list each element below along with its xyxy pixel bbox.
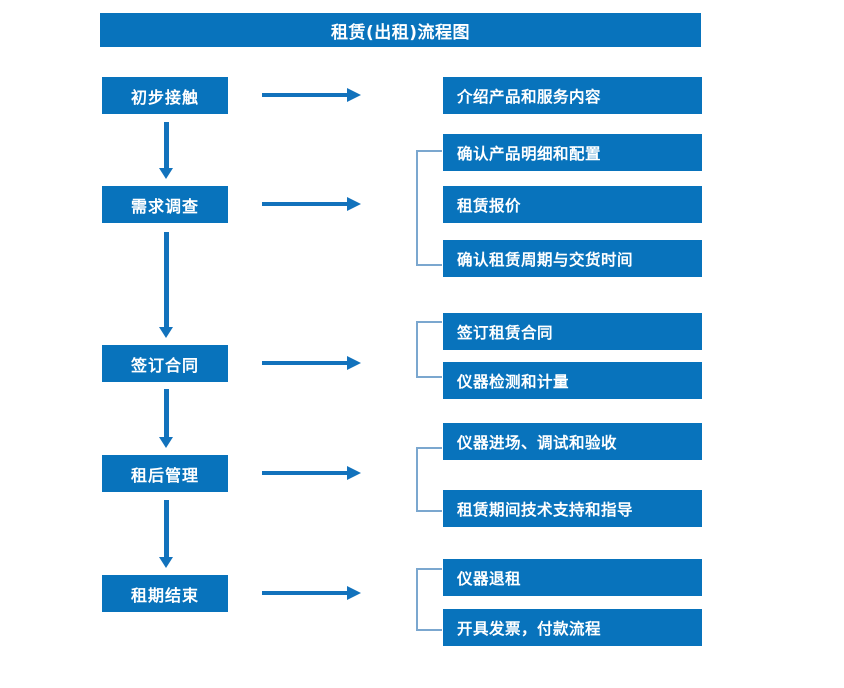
stage-box-5[interactable]: 租期结束: [102, 575, 228, 612]
detail-label-5-2: 开具发票，付款流程: [457, 619, 602, 638]
arrow-head: [347, 466, 361, 480]
arrow-shaft: [262, 471, 348, 475]
arrow-shaft: [262, 361, 348, 365]
vertical-arrow-2: [159, 232, 173, 338]
detail-box-4-1[interactable]: 仪器进场、调试和验收: [443, 423, 702, 460]
stage-label-2: 需求调查: [130, 196, 199, 216]
diagram-title-banner: 租赁(出租)流程图: [100, 13, 701, 47]
stage-box-4[interactable]: 租后管理: [102, 455, 228, 492]
detail-box-1-1[interactable]: 介绍产品和服务内容: [443, 77, 702, 114]
stage-label-3: 签订合同: [130, 355, 199, 375]
group-bracket-4: [416, 447, 442, 512]
arrow-shaft: [164, 232, 169, 327]
page-title: 租赁(出租)流程图: [330, 22, 471, 43]
vertical-arrow-1: [159, 122, 173, 179]
arrow-head: [159, 437, 173, 448]
detail-label-2-1: 确认产品明细和配置: [457, 144, 602, 163]
horizontal-arrow-2: [262, 197, 361, 211]
arrow-head: [159, 168, 173, 179]
arrow-shaft: [164, 122, 169, 168]
detail-label-2-2: 租赁报价: [457, 196, 522, 215]
stage-box-3[interactable]: 签订合同: [102, 345, 228, 382]
detail-label-2-3: 确认租赁周期与交货时间: [457, 250, 634, 269]
detail-label-4-1: 仪器进场、调试和验收: [457, 433, 618, 452]
horizontal-arrow-5: [262, 586, 361, 600]
horizontal-arrow-4: [262, 466, 361, 480]
detail-box-5-2[interactable]: 开具发票，付款流程: [443, 609, 702, 646]
horizontal-arrow-1: [262, 88, 361, 102]
arrow-head: [347, 356, 361, 370]
arrow-head: [347, 88, 361, 102]
arrow-head: [159, 327, 173, 338]
stage-label-1: 初步接触: [130, 87, 199, 107]
stage-label-4: 租后管理: [130, 465, 199, 485]
detail-label-5-1: 仪器退租: [457, 569, 522, 588]
detail-label-3-2: 仪器检测和计量: [457, 372, 570, 391]
detail-label-3-1: 签订租赁合同: [457, 323, 554, 342]
group-bracket-2: [416, 150, 442, 266]
stage-box-1[interactable]: 初步接触: [102, 77, 228, 114]
arrow-shaft: [262, 591, 348, 595]
arrow-head: [159, 557, 173, 568]
detail-box-4-2[interactable]: 租赁期间技术支持和指导: [443, 490, 702, 527]
detail-box-2-2[interactable]: 租赁报价: [443, 186, 702, 223]
arrow-head: [347, 197, 361, 211]
horizontal-arrow-3: [262, 356, 361, 370]
group-bracket-3: [416, 321, 442, 378]
detail-box-2-3[interactable]: 确认租赁周期与交货时间: [443, 240, 702, 277]
detail-label-4-2: 租赁期间技术支持和指导: [457, 500, 634, 519]
stage-box-2[interactable]: 需求调查: [102, 186, 228, 223]
arrow-head: [347, 586, 361, 600]
vertical-arrow-3: [159, 389, 173, 448]
vertical-arrow-4: [159, 500, 173, 568]
detail-box-3-2[interactable]: 仪器检测和计量: [443, 362, 702, 399]
arrow-shaft: [164, 389, 169, 437]
detail-box-2-1[interactable]: 确认产品明细和配置: [443, 134, 702, 171]
arrow-shaft: [262, 93, 348, 97]
detail-box-3-1[interactable]: 签订租赁合同: [443, 313, 702, 350]
detail-box-5-1[interactable]: 仪器退租: [443, 559, 702, 596]
arrow-shaft: [164, 500, 169, 557]
detail-label-1-1: 介绍产品和服务内容: [457, 87, 602, 106]
stage-label-5: 租期结束: [130, 585, 199, 605]
arrow-shaft: [262, 202, 348, 206]
group-bracket-5: [416, 568, 442, 631]
